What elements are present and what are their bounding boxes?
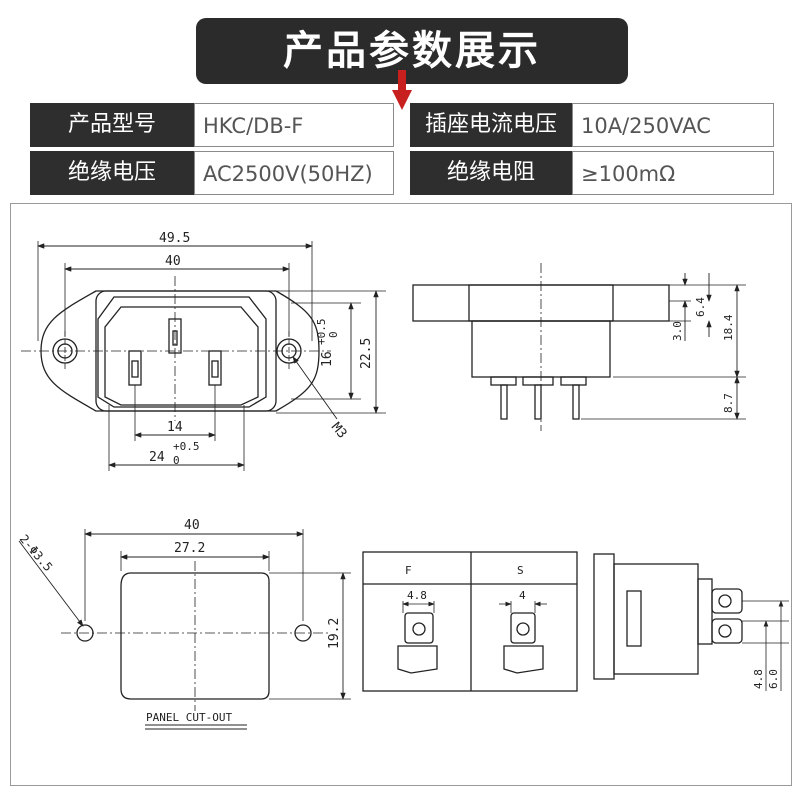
- variant-f-label: F: [405, 564, 412, 577]
- arrow-down-icon: [392, 70, 412, 110]
- dim-height: 22.5: [359, 338, 374, 369]
- side-view-2: [593, 553, 789, 691]
- variant-f-dim: 4.8: [407, 589, 427, 602]
- side2-dim-6-0: 6.0: [767, 669, 780, 689]
- spec-value-insulation-voltage: AC2500V(50HZ): [194, 151, 394, 195]
- dim-24: 24: [149, 450, 165, 465]
- page-title-banner: 产品参数展示: [196, 18, 628, 84]
- spec-table: 产品型号 HKC/DB-F 插座电流电压 10A/250VAC 绝缘电压 AC2…: [30, 103, 774, 195]
- cutout-title: PANEL CUT-OUT: [146, 711, 232, 724]
- dim-16: 16: [320, 351, 335, 367]
- terminal-variants: [362, 551, 578, 692]
- spec-label-rating: 插座电流电压: [410, 103, 572, 147]
- spec-value-insulation-resistance: ≥100mΩ: [572, 151, 774, 195]
- dim-6-4: 6.4: [694, 297, 707, 317]
- spec-label-insulation-voltage: 绝缘电压: [30, 151, 194, 195]
- panel-cutout-view: [18, 529, 351, 730]
- spec-value-rating: 10A/250VAC: [572, 103, 774, 147]
- dim-24-tol-lo: 0: [173, 454, 180, 467]
- spec-label-insulation-resistance: 绝缘电阻: [410, 151, 572, 195]
- dim-overall-width: 49.5: [159, 231, 190, 246]
- side2-dim-4-8: 4.8: [752, 669, 765, 689]
- dim-hole-spacing: 40: [165, 254, 181, 269]
- spec-label-model: 产品型号: [30, 103, 194, 147]
- dim-3-0: 3.0: [671, 321, 684, 341]
- variant-s-dim: 4: [519, 589, 526, 602]
- cutout-dim-40: 40: [184, 518, 200, 533]
- side-view: [412, 263, 746, 431]
- thread-label: M3: [328, 420, 350, 442]
- cutout-dim-19-2: 19.2: [327, 618, 342, 649]
- technical-drawing-frame: 49.5 40 16 +0.5 0 22.5 14 24 +0.5 0 M3 6…: [10, 203, 792, 786]
- dim-18-4: 18.4: [722, 314, 735, 341]
- dim-8-7: 8.7: [722, 393, 735, 413]
- variant-s-label: S: [517, 564, 524, 577]
- technical-drawing: 49.5 40 16 +0.5 0 22.5 14 24 +0.5 0 M3 6…: [17, 231, 789, 730]
- cutout-hole-label: 2-Φ3.5: [17, 532, 56, 574]
- front-view: [21, 241, 386, 471]
- dim-24-tol-up: +0.5: [173, 440, 200, 453]
- cutout-dim-27-2: 27.2: [174, 541, 205, 556]
- dim-16-tol-lo: 0: [327, 331, 340, 338]
- dim-16-tol-up: +0.5: [315, 319, 328, 346]
- spec-value-model: HKC/DB-F: [194, 103, 394, 147]
- dim-pin-spacing: 14: [167, 420, 183, 435]
